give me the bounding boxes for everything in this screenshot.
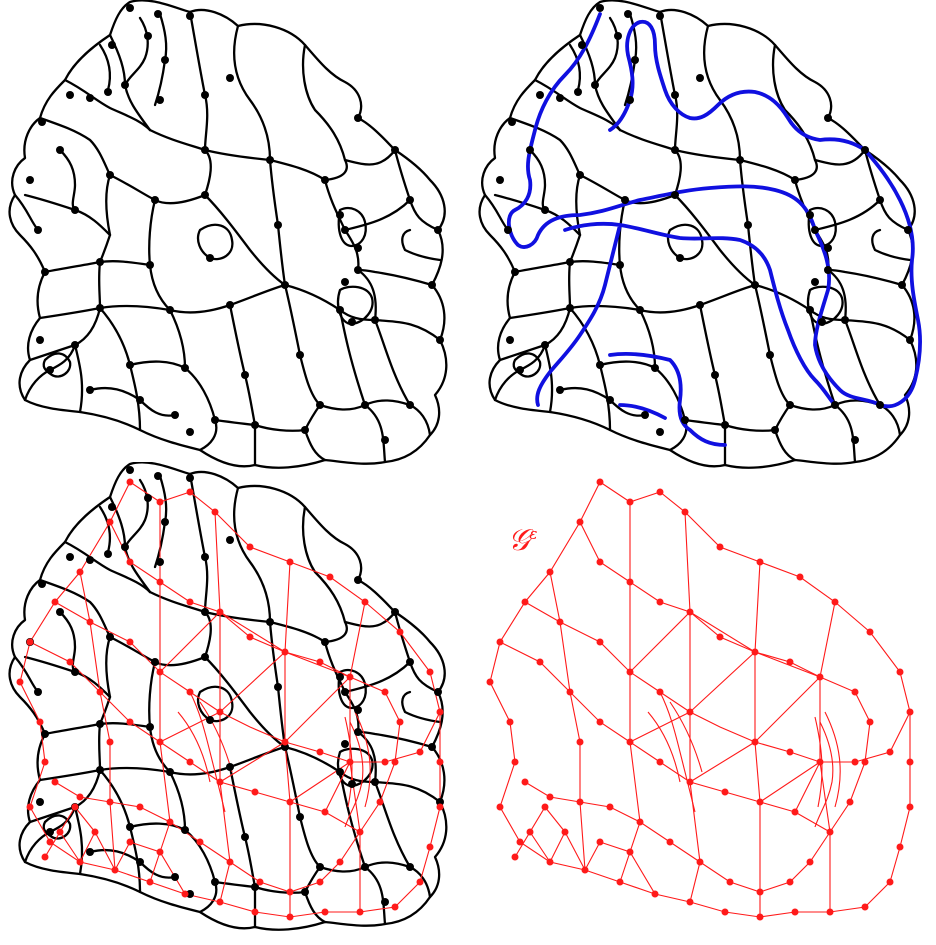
red-graph-edges [490, 482, 910, 917]
graph-label-superscript: ε [529, 525, 537, 543]
panel-cell-decomposition-with-path [470, 0, 936, 470]
graph-vertices [17, 479, 444, 921]
panel-cell-decomposition [0, 0, 466, 470]
blue-path-lower [537, 224, 835, 445]
graph-label-symbol: 𝒢 [508, 523, 529, 558]
panel-graph-only [470, 462, 936, 940]
graph-label: 𝒢ε [508, 523, 537, 558]
panel-cell-decomposition-with-graph [0, 462, 466, 940]
graph-vertices [487, 479, 914, 921]
cell-boundaries [10, 0, 447, 467]
